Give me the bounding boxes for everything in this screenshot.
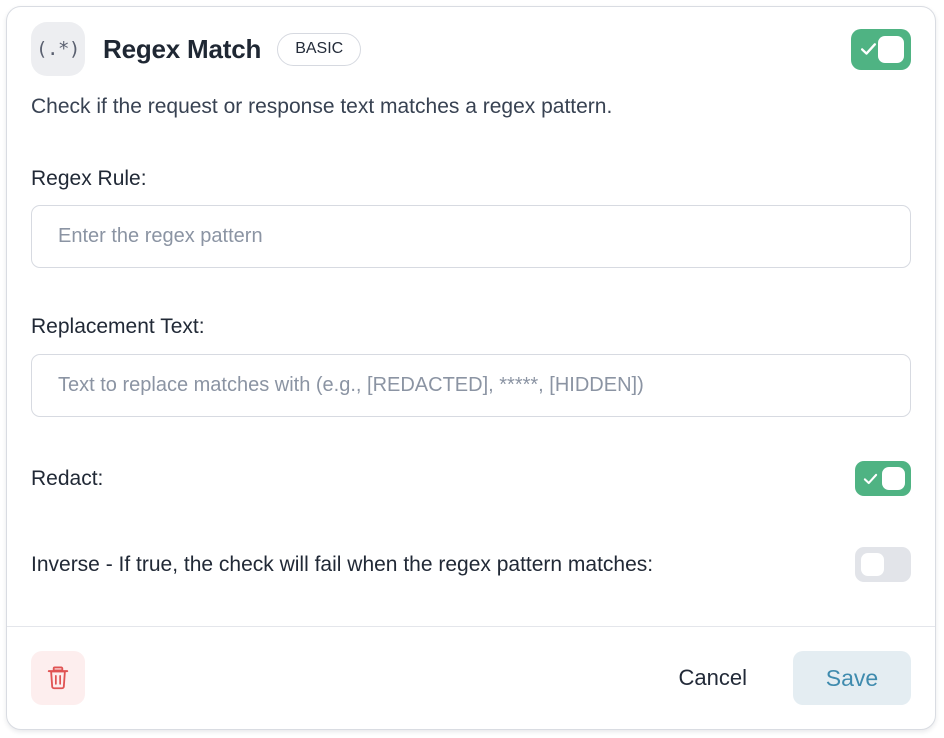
regex-rule-input[interactable] bbox=[31, 205, 911, 269]
regex-match-card: (.*) Regex Match BASIC Check if the requ… bbox=[6, 6, 936, 730]
cancel-button[interactable]: Cancel bbox=[671, 655, 755, 701]
tier-badge: BASIC bbox=[277, 32, 362, 66]
replacement-text-label: Replacement Text: bbox=[31, 315, 205, 339]
page-title: Regex Match bbox=[103, 33, 262, 64]
inverse-label: Inverse - If true, the check will fail w… bbox=[31, 553, 654, 577]
redact-label: Redact: bbox=[31, 467, 104, 491]
checkmark-icon bbox=[863, 473, 878, 484]
delete-button[interactable] bbox=[31, 651, 85, 705]
card-footer: Cancel Save bbox=[7, 626, 935, 729]
save-button[interactable]: Save bbox=[793, 651, 911, 705]
regex-icon: (.*) bbox=[31, 22, 85, 76]
redact-toggle[interactable] bbox=[855, 461, 911, 497]
regex-rule-label: Regex Rule: bbox=[31, 167, 147, 191]
toggle-knob bbox=[861, 553, 884, 577]
redact-row: Redact: bbox=[31, 459, 911, 499]
toggle-knob bbox=[878, 35, 904, 63]
enable-check-toggle[interactable] bbox=[851, 28, 911, 70]
trash-icon bbox=[47, 666, 69, 690]
inverse-row: Inverse - If true, the check will fail w… bbox=[31, 545, 911, 585]
regex-icon-glyph: (.*) bbox=[36, 38, 80, 60]
card-description: Check if the request or response text ma… bbox=[31, 95, 613, 118]
checkmark-icon bbox=[860, 43, 877, 55]
card-header: (.*) Regex Match BASIC bbox=[31, 7, 911, 83]
card-body: (.*) Regex Match BASIC Check if the requ… bbox=[7, 7, 935, 626]
toggle-knob bbox=[882, 467, 905, 491]
inverse-toggle[interactable] bbox=[855, 547, 911, 583]
replacement-text-input[interactable] bbox=[31, 353, 911, 417]
